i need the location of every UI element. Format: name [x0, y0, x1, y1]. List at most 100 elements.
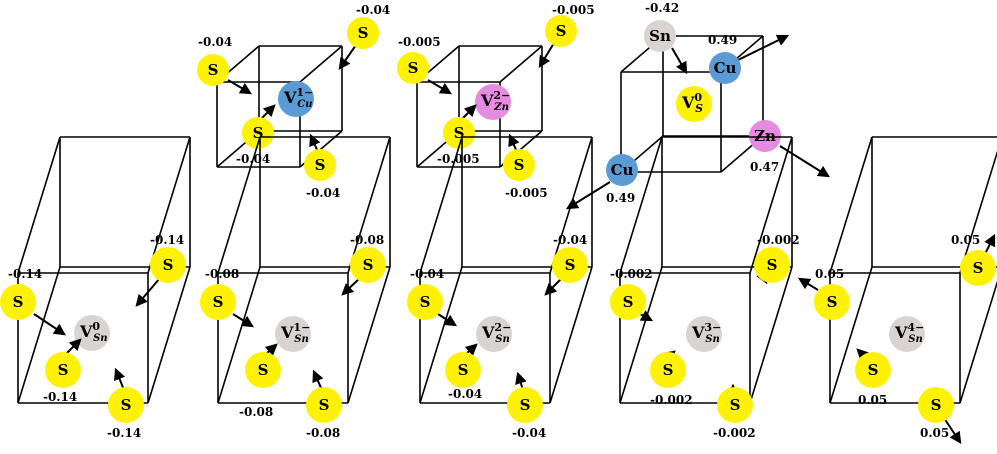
atom-symbol: Zn: [754, 127, 776, 145]
displacement-value: 0.49: [708, 33, 737, 47]
cube-edge: [217, 266, 261, 404]
displacement-value: 0.47: [750, 160, 779, 174]
displacement-arrow: [737, 34, 790, 61]
atom-s: S: [503, 149, 535, 181]
displacement-value: -0.04: [553, 233, 587, 247]
cube-edge: [347, 266, 391, 404]
displacement-arrow: [33, 313, 66, 336]
atom-symbol: S: [931, 396, 942, 414]
atom-s: S: [245, 352, 281, 388]
atom-symbol: S: [58, 361, 69, 379]
atom-sn: Sn: [644, 20, 676, 52]
atom-circle: [0, 284, 36, 320]
atom-circle: [347, 17, 379, 49]
displacement-value: -0.04: [198, 35, 232, 49]
cube-edge: [959, 150, 997, 274]
displacement-value: -0.04: [512, 426, 546, 440]
atom-circle: [814, 284, 850, 320]
atom-circle: [918, 387, 954, 423]
displacement-arrow: [797, 277, 819, 291]
vacancy-circle: [278, 81, 314, 117]
cube-edge: [619, 266, 663, 404]
atom-s: S: [45, 352, 81, 388]
atom-circle: [709, 52, 741, 84]
atom-circle: [749, 120, 781, 152]
displacement-value: -0.005: [552, 3, 595, 17]
atom-cu: Cu: [606, 154, 638, 186]
cube-edge: [749, 266, 793, 404]
cube-edge: [549, 266, 593, 404]
atom-symbol: Cu: [611, 161, 634, 179]
vacancy-label: V2−Zn: [480, 89, 510, 113]
displacement-value: 0.49: [606, 191, 635, 205]
displacement-value: -0.14: [107, 426, 141, 440]
vacancy-label: V1−Sn: [280, 321, 310, 345]
atom-s: S: [197, 54, 229, 86]
displacement-value: -0.005: [505, 186, 548, 200]
cube-edge: [419, 266, 463, 404]
cube-edge: [147, 136, 191, 274]
atom-s: S: [108, 387, 144, 423]
atom-circle: [150, 247, 186, 283]
displacement-value: -0.005: [437, 152, 480, 166]
atom-s: S: [306, 387, 342, 423]
atom-circle: [197, 54, 229, 86]
cube-edge: [499, 45, 543, 83]
atom-circle: [606, 154, 638, 186]
atom-symbol: S: [663, 361, 674, 379]
atom-s: S: [350, 247, 386, 283]
atom-s: S: [304, 149, 336, 181]
atom-zn: Zn: [749, 120, 781, 152]
atom-symbol: S: [730, 396, 741, 414]
atom-symbol: S: [868, 361, 879, 379]
atom-cu: Cu: [709, 52, 741, 84]
atom-symbol: S: [767, 256, 778, 274]
displacement-value: -0.08: [239, 405, 273, 419]
displacement-arrow: [312, 369, 324, 391]
atom-symbol: S: [315, 156, 326, 174]
atom-symbol: S: [253, 124, 264, 142]
atom-circle: [306, 387, 342, 423]
displacement-value: -0.002: [650, 393, 693, 407]
vacancy-circle: [476, 316, 512, 352]
cube-edge: [749, 136, 793, 274]
displacement-arrow: [427, 79, 453, 95]
atom-circle: [644, 20, 676, 52]
atom-circle: [350, 247, 386, 283]
atom-symbol: S: [454, 124, 465, 142]
atom-symbol: S: [408, 59, 419, 77]
displacement-value: -0.14: [8, 267, 42, 281]
displacement-arrow: [639, 310, 654, 322]
atom-symbol: Cu: [714, 59, 737, 77]
atom-circle: [445, 352, 481, 388]
vacancy-label: V4−Sn: [894, 321, 924, 345]
atom-circle: [304, 149, 336, 181]
atom-s: S: [0, 284, 36, 320]
displacement-value: -0.08: [205, 267, 239, 281]
displacement-value: -0.04: [410, 267, 444, 281]
atom-symbol: S: [514, 156, 525, 174]
displacement-value: -0.002: [757, 233, 800, 247]
atom-s: S: [150, 247, 186, 283]
atom-s: S: [814, 284, 850, 320]
atom-symbol: S: [13, 293, 24, 311]
atom-circle: [242, 117, 274, 149]
atom-circle: [397, 52, 429, 84]
displacement-arrow: [565, 181, 611, 210]
displacement-value: -0.42: [645, 1, 679, 15]
displacement-value: 0.05: [951, 233, 980, 247]
displacement-value: -0.002: [713, 426, 756, 440]
cube-edge: [217, 136, 261, 274]
atom-symbol: S: [213, 293, 224, 311]
displacement-value: -0.08: [306, 426, 340, 440]
atom-circle: [754, 247, 790, 283]
